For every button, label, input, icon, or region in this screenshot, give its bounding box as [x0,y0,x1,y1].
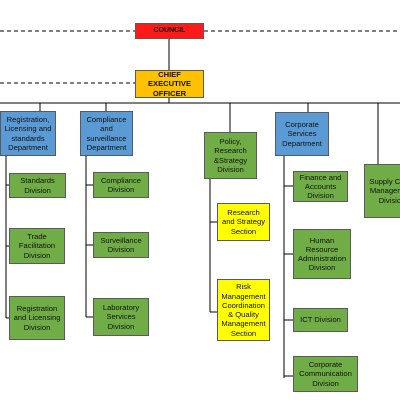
department-label: Corporate Services Department [282,120,322,148]
section-label: Research and Strategy Section [221,208,266,236]
section-risk-quality: Risk Management Coordination & Quality M… [217,279,270,341]
division-label: Surveillance Division [100,235,142,254]
division-supply-chain: Supply Chain Management Division [364,164,400,218]
division-label: Human Resource Administration Division [297,235,347,273]
division-human-resource: Human Resource Administration Division [293,229,351,279]
division-label: Compliance Division [100,175,142,194]
council-label: COUNCIL [153,26,186,34]
division-ict: ICT Division [293,308,348,332]
department-label: Registration, Licensing and standards De… [4,115,52,152]
section-label: Risk Management Coordination & Quality M… [221,282,266,338]
ceo-label: CHIEF EXECUTIVE OFFICER [147,70,192,98]
division-registration-licensing: Registration and Licensing Division [9,296,65,340]
division-compliance: Compliance Division [93,172,149,198]
division-laboratory-services: Laboratory Services Division [93,298,149,336]
division-policy: Policy, Research &Strategy Division [204,132,257,179]
division-label: Registration and Licensing Division [13,304,61,332]
department-label: Compliance and surveillance Department [86,115,127,152]
division-trade-facilitation: Trade Facilitation Division [9,228,65,264]
division-label: Standards Division [20,176,55,195]
division-finance-accounts: Finance and Accounts Division [293,171,348,202]
division-surveillance: Surveillance Division [93,232,149,258]
division-label: Corporate Communication Division [299,360,352,388]
division-standards: Standards Division [9,173,66,198]
division-label: Laboratory Services Division [102,303,140,331]
division-corporate-communication: Corporate Communication Division [293,356,358,392]
division-label: ICT Division [300,315,341,325]
division-label: Trade Facilitation Division [18,232,56,260]
division-label: Finance and Accounts Division [299,172,342,201]
ceo-box: CHIEF EXECUTIVE OFFICER [135,70,204,98]
department-compliance: Compliance and surveillance Department [80,111,133,156]
section-research-strategy: Research and Strategy Section [217,203,270,241]
department-corporate: Corporate Services Department [275,112,329,156]
council-box: COUNCIL [135,23,204,39]
department-label: Supply Chain Management Division [369,177,400,205]
department-registration: Registration, Licensing and standards De… [0,111,56,156]
department-label: Policy, Research &Strategy Division [213,137,248,174]
